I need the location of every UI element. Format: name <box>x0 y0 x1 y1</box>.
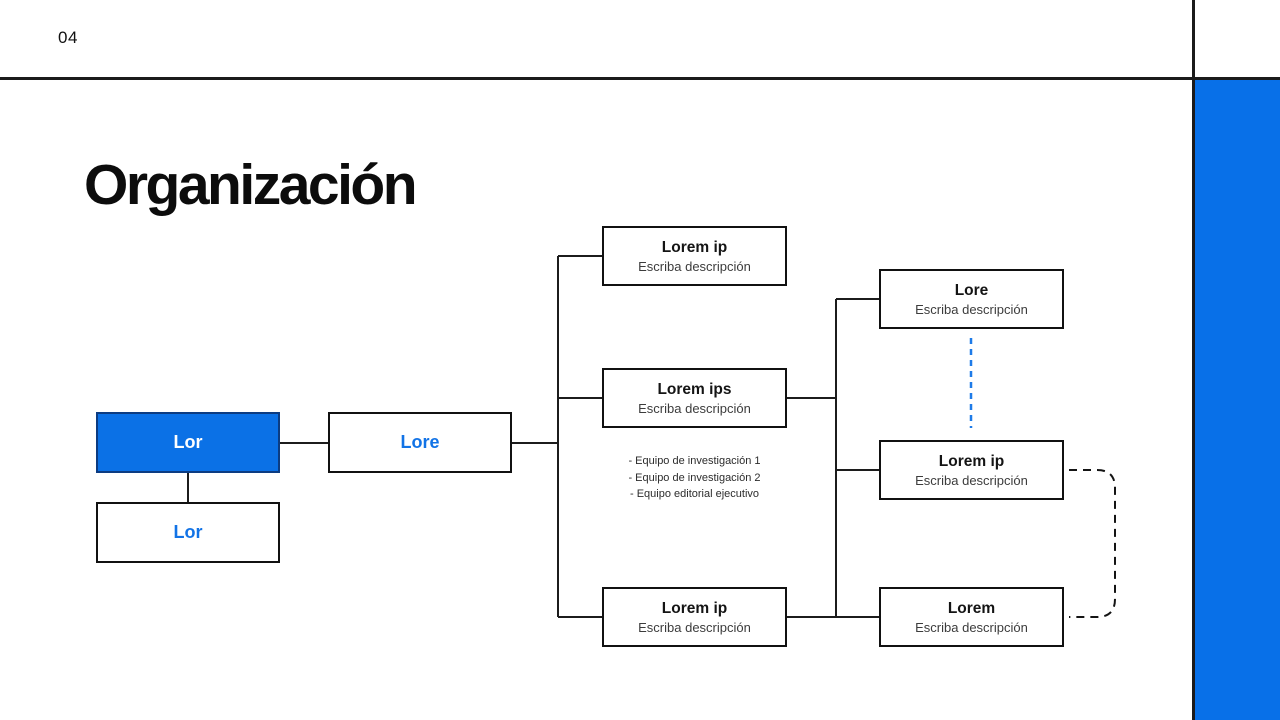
org-node-assistant[interactable]: Lor <box>96 502 280 563</box>
node-subtitle: Escriba descripción <box>915 619 1028 635</box>
node-title: Lorem ip <box>661 599 728 617</box>
org-node-mid-center[interactable]: Lorem ips Escriba descripción <box>602 368 787 428</box>
node-subtitle: Escriba descripción <box>638 258 751 274</box>
org-node-level2[interactable]: Lore <box>328 412 512 473</box>
accent-sidebar <box>1195 80 1280 720</box>
org-node-mid-top[interactable]: Lorem ip Escriba descripción <box>602 226 787 286</box>
org-node-right-bottom[interactable]: Lorem Escriba descripción <box>879 587 1064 647</box>
team-list[interactable]: - Equipo de investigación 1 - Equipo de … <box>592 453 797 503</box>
team-list-item: - Equipo de investigación 2 <box>628 471 761 484</box>
org-node-mid-bottom[interactable]: Lorem ip Escriba descripción <box>602 587 787 647</box>
team-list-item: - Equipo de investigación 1 <box>628 455 761 467</box>
node-title: Lore <box>954 281 989 299</box>
node-subtitle: Escriba descripción <box>915 301 1028 317</box>
org-node-root-label: Lor <box>173 432 203 452</box>
node-subtitle: Escriba descripción <box>638 400 751 416</box>
team-list-item: - Equipo editorial ejecutivo <box>629 488 760 500</box>
node-subtitle: Escriba descripción <box>638 619 751 635</box>
org-node-right-mid[interactable]: Lorem ip Escriba descripción <box>879 440 1064 500</box>
org-node-right-top[interactable]: Lore Escriba descripción <box>879 269 1064 329</box>
top-rule-divider <box>0 77 1280 80</box>
org-node-root[interactable]: Lor <box>96 412 280 473</box>
node-title: Lorem ip <box>938 452 1005 470</box>
dashed-link-curve-black <box>1069 469 1116 618</box>
page-title[interactable]: Organización <box>84 153 418 217</box>
node-title: Lorem ips <box>657 380 732 398</box>
page-number: 04 <box>58 28 78 47</box>
node-subtitle: Escriba descripción <box>915 472 1028 488</box>
node-title: Lorem <box>947 599 996 617</box>
org-node-assistant-label: Lor <box>173 522 203 542</box>
org-node-level2-label: Lore <box>400 432 440 452</box>
side-rule-divider <box>1192 0 1195 720</box>
node-title: Lorem ip <box>661 238 728 256</box>
